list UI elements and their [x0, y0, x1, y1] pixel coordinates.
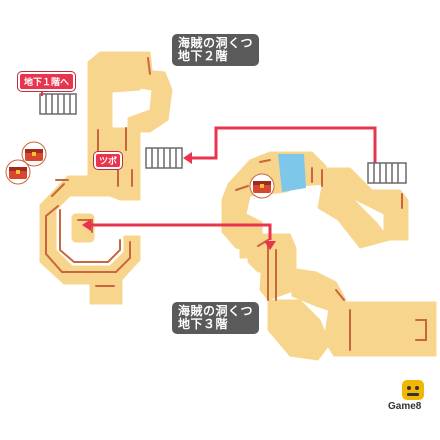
arrow-icon [183, 152, 192, 164]
treasure-chest-3 [249, 173, 275, 199]
floor-label-b3: 海賊の洞くつ 地下３階 [172, 302, 260, 334]
floor-label-b2: 海賊の洞くつ 地下２階 [172, 34, 260, 66]
stairs-to-b1 [39, 93, 77, 115]
floor-b2-corridors [39, 51, 173, 305]
route-arrows [90, 126, 377, 240]
arrow-ring-to-center [90, 223, 272, 240]
arrow-icon [264, 241, 276, 250]
wall-lines [45, 57, 427, 351]
stairs-icon [367, 162, 407, 184]
stairs-b3-right [367, 162, 407, 184]
arrow-icon [82, 219, 91, 231]
game8-logo-icon [402, 380, 424, 400]
treasure-chest-1 [21, 141, 47, 167]
to-b1-tag: 地下１階へ [18, 72, 76, 91]
stairs-b2-center [145, 147, 183, 169]
treasure-chest-2 [5, 159, 31, 185]
pot-tag: ツボ [94, 152, 123, 169]
game8-logo-text: Game8 [388, 401, 422, 412]
water-pool [278, 154, 306, 192]
